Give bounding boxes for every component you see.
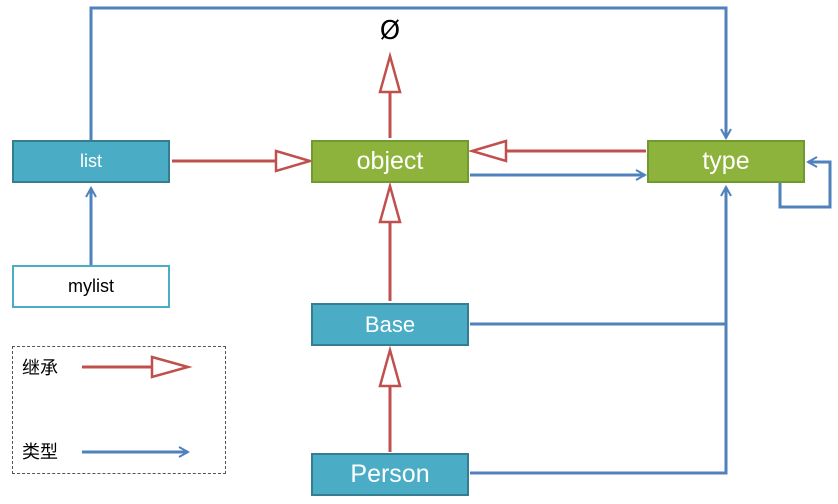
list-node-label: list	[80, 151, 102, 171]
mylist-node-label: mylist	[68, 276, 114, 296]
legend-type-label: 类型	[22, 442, 58, 463]
base-node: Base	[311, 303, 469, 346]
legend-inherit-arrow	[82, 355, 193, 379]
object-inherits-emptyset-arrow	[378, 51, 402, 138]
object-node-label: object	[356, 147, 424, 175]
base-to-type-arrow	[470, 187, 726, 326]
list-inherits-object-arrow	[172, 149, 315, 173]
empty-set-label: Ø	[379, 16, 401, 46]
type-self-loop-arrow	[778, 162, 832, 209]
mylist-node: mylist	[12, 265, 170, 308]
type-node: type	[647, 140, 805, 183]
list-to-type-arrow	[89, 6, 726, 140]
type-inherits-object-arrow	[467, 139, 646, 163]
person-inherits-base-arrow	[378, 345, 402, 452]
list-node: list	[12, 140, 170, 183]
type-node-label: type	[702, 147, 750, 175]
legend	[12, 346, 226, 474]
legend-inherit-label: 继承	[22, 358, 58, 379]
person-node-label: Person	[350, 460, 430, 488]
object-node: object	[311, 140, 469, 183]
base-node-label: Base	[364, 311, 416, 337]
person-node: Person	[311, 453, 469, 496]
base-inherits-object-arrow	[378, 181, 402, 301]
person-to-type-line	[470, 324, 728, 475]
